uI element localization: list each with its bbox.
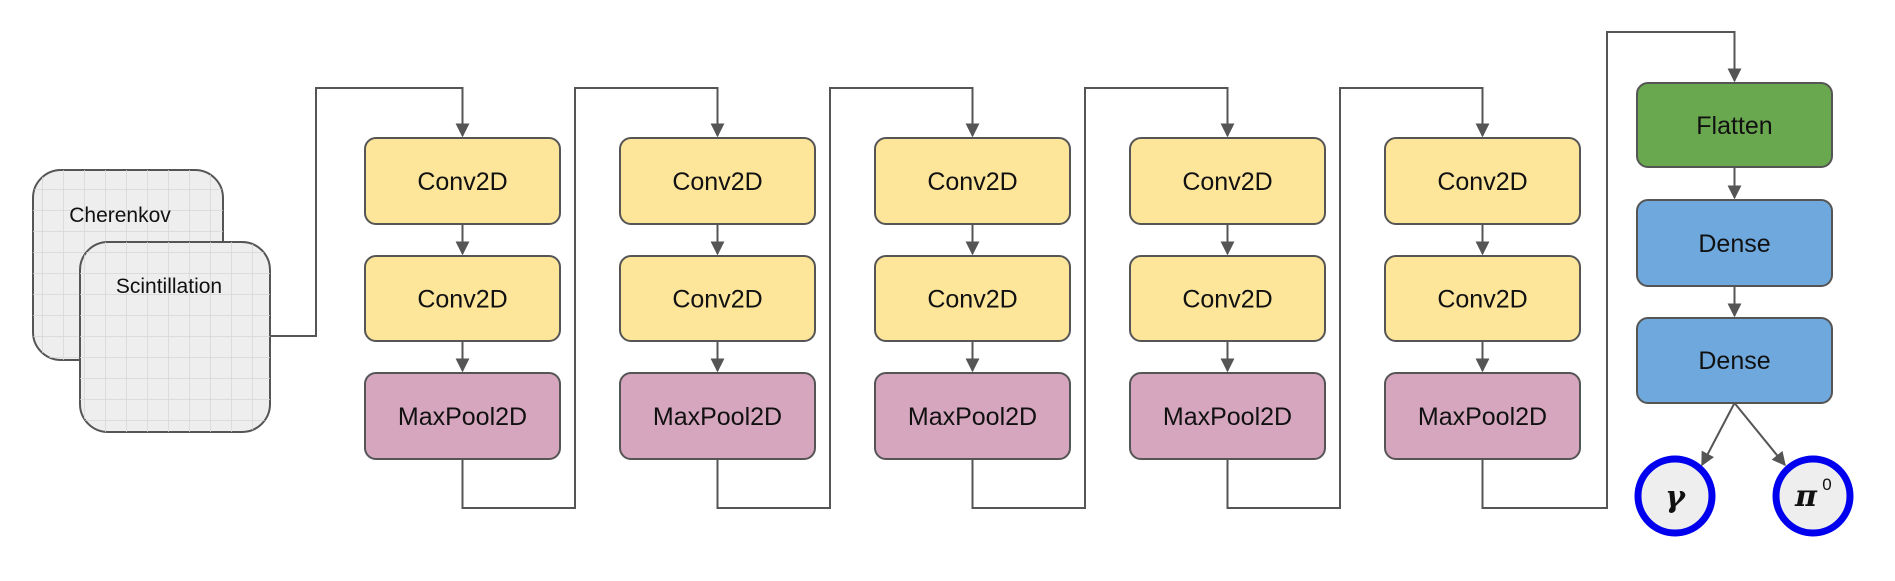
conv-block-4: Conv2D Conv2D MaxPool2D [1129,137,1326,460]
conv-node-4-1: Conv2D [1129,137,1326,225]
arrow-block-5-to-flatten [1481,31,1742,509]
pi-label: π [1794,479,1818,514]
layer-label: MaxPool2D [908,403,1037,431]
cherenkov-label: Cherenkov [69,204,171,227]
output-gamma: γ [1634,455,1716,537]
dense-label-2: Dense [1698,347,1770,375]
conv-block-3: Conv2D Conv2D MaxPool2D [874,137,1071,460]
arrow-to-gamma [1701,402,1736,467]
layer-label: MaxPool2D [653,403,782,431]
conv-node-1-1: Conv2D [364,137,561,225]
layer-label: MaxPool2D [1163,403,1292,431]
maxpool-node-1-3: MaxPool2D [364,372,561,460]
layer-label: Conv2D [927,168,1017,196]
arrow-block-4-to-block-5 [1226,87,1490,509]
conv-node-5-1: Conv2D [1384,137,1581,225]
arrow-to-pi0 [1733,402,1786,467]
layer-label: Conv2D [927,286,1017,314]
flatten-label: Flatten [1696,112,1772,140]
layer-label: Conv2D [1437,286,1527,314]
dense-node-2: Dense [1636,317,1833,404]
arrow-block-2-to-block-3 [716,87,980,509]
conv-block-5: Conv2D Conv2D MaxPool2D [1384,137,1581,460]
arrow-block-1-to-block-2 [461,87,725,509]
layer-label: Conv2D [1182,168,1272,196]
layer-label: Conv2D [1437,168,1527,196]
maxpool-node-4-3: MaxPool2D [1129,372,1326,460]
conv-node-2-2: Conv2D [619,255,816,342]
layer-label: Conv2D [672,168,762,196]
layer-label: MaxPool2D [1418,403,1547,431]
conv-block-2: Conv2D Conv2D MaxPool2D [619,137,816,460]
scintillation-label: Scintillation [116,275,222,298]
conv-node-1-2: Conv2D [364,255,561,342]
conv-node-3-1: Conv2D [874,137,1071,225]
gamma-label: γ [1665,480,1686,515]
arrow-block-3-to-block-4 [971,87,1235,509]
output-pi0: π 0 [1772,455,1854,537]
layer-label: MaxPool2D [398,403,527,431]
layer-label: Conv2D [672,286,762,314]
pi-superscript: 0 [1822,475,1831,494]
conv-block-1: Conv2D Conv2D MaxPool2D [364,137,561,460]
flatten-node: Flatten [1636,82,1833,168]
maxpool-node-3-3: MaxPool2D [874,372,1071,460]
maxpool-node-5-3: MaxPool2D [1384,372,1581,460]
connection-lines [270,31,1786,509]
dense-node-1: Dense [1636,199,1833,287]
conv-node-3-2: Conv2D [874,255,1071,342]
input-scintillation: Scintillation [79,241,271,433]
conv-node-5-2: Conv2D [1384,255,1581,342]
layer-label: Conv2D [417,286,507,314]
conv-node-2-1: Conv2D [619,137,816,225]
layer-label: Conv2D [1182,286,1272,314]
arrow-input-to-block-1 [270,87,470,337]
maxpool-node-2-3: MaxPool2D [619,372,816,460]
conv-node-4-2: Conv2D [1129,255,1326,342]
dense-label-1: Dense [1698,230,1770,258]
layer-label: Conv2D [417,168,507,196]
conv-blocks: Conv2D Conv2D MaxPool2D Conv2D Conv2D MaxPool… [364,137,1581,460]
